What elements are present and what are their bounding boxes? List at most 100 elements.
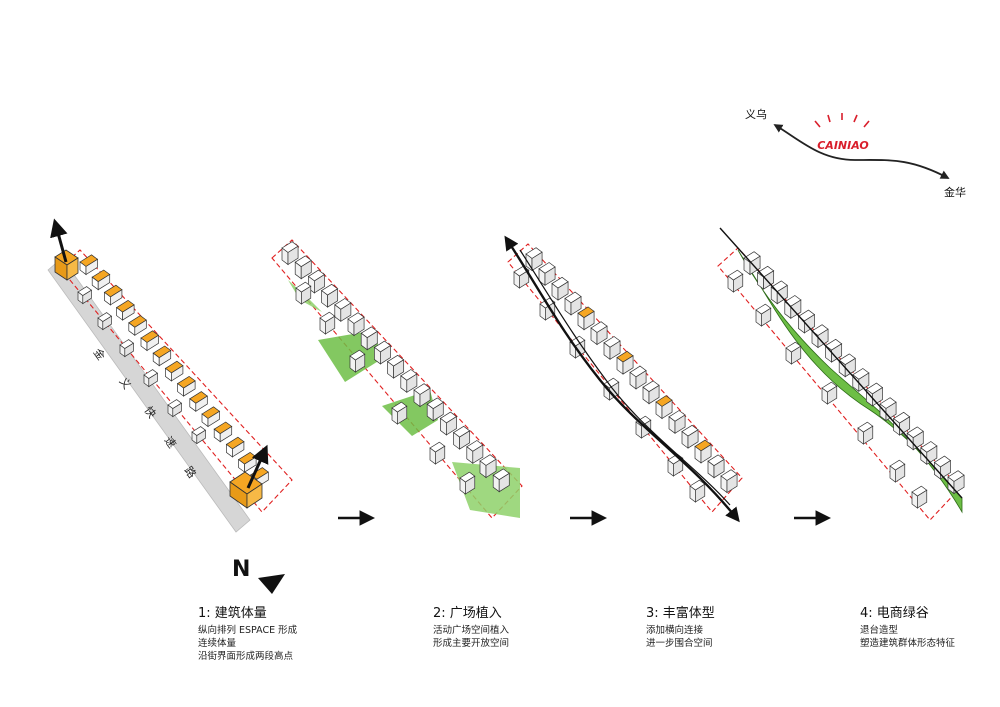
building-face	[393, 359, 405, 379]
step-1-desc-line: 连续体量	[198, 638, 237, 649]
building-blocks	[513, 247, 738, 503]
location-compass: CAINIAO 义乌 金华	[745, 107, 966, 199]
step-4-desc-line: 退台造型	[860, 625, 899, 636]
building-face	[472, 444, 484, 464]
city-label-yiwu: 义乌	[745, 107, 767, 121]
building-face	[325, 315, 336, 335]
building-face	[917, 489, 928, 509]
building-face	[831, 343, 843, 363]
building-face	[146, 334, 159, 352]
building-face	[459, 430, 471, 450]
connection-path-inner	[519, 249, 731, 506]
step-3-title: 3: 丰富体型	[646, 606, 715, 621]
step-2-title: 2: 广场植入	[433, 606, 502, 621]
cainiao-logo: CAINIAO	[817, 139, 869, 152]
building-face	[196, 429, 206, 445]
building-face	[827, 385, 838, 405]
building-face	[763, 270, 775, 290]
step-3-desc-line: 添加横向连接	[646, 625, 704, 636]
building-face	[340, 302, 352, 322]
step-1-desc: 纵向排列 ESPACE 形成 连续体量 沿街界面形成两段高点	[198, 624, 297, 663]
building-face	[858, 372, 870, 392]
step-2-desc-line: 形成主要开放空间	[433, 638, 510, 649]
building-face	[485, 458, 497, 479]
building-face	[195, 395, 208, 412]
building-face	[749, 255, 761, 276]
building-face	[158, 349, 172, 367]
building-face	[432, 401, 444, 422]
building-face	[355, 353, 366, 373]
building-face	[102, 315, 112, 331]
arrow-up	[50, 218, 68, 263]
building-face	[863, 425, 874, 445]
building-face	[776, 284, 788, 305]
step-1-title: 1: 建筑体量	[198, 606, 267, 621]
building-face	[817, 328, 829, 349]
building-face	[134, 319, 147, 336]
building-face	[327, 288, 339, 308]
step-1-desc-line: 纵向排列 ESPACE 形成	[198, 625, 298, 636]
building-blocks	[77, 254, 269, 488]
step-3-desc: 添加横向连接 进一步围合空间	[646, 624, 713, 650]
city-label-jinhua: 金华	[944, 185, 966, 199]
building-face	[171, 365, 184, 382]
building-face	[353, 316, 365, 337]
building-face	[110, 289, 123, 306]
building-face	[85, 258, 98, 276]
building-face	[844, 357, 856, 378]
building-face	[122, 304, 135, 321]
tower-high-point-south	[229, 471, 263, 509]
building-face	[791, 345, 802, 365]
step-2-desc: 活动广场空间植入 形成主要开放空间	[433, 624, 509, 650]
building-face	[82, 289, 92, 305]
step-4-desc-line: 塑造建筑群体形态特征	[860, 638, 956, 649]
north-indicator: N	[232, 557, 285, 594]
step-4-title: 4: 电商绿谷	[860, 606, 929, 621]
step-4-diagram	[717, 227, 965, 521]
building-face	[406, 373, 418, 393]
building-face	[465, 475, 476, 495]
building-face	[380, 344, 391, 365]
tower-high-point-north	[54, 249, 79, 281]
building-face	[895, 463, 906, 483]
building-face	[287, 245, 299, 266]
step-2-desc-line: 活动广场空间植入	[433, 625, 510, 636]
axis-line	[719, 227, 963, 499]
logo-rays	[814, 113, 870, 128]
building-face	[435, 445, 446, 465]
connection-path	[504, 235, 740, 523]
green-valley	[737, 249, 963, 514]
building-face	[148, 372, 158, 388]
building-face	[172, 402, 182, 418]
building-face	[232, 441, 245, 458]
arrow-up-south	[246, 444, 269, 489]
building-blocks	[727, 251, 965, 509]
step-1-desc-line: 沿街界面形成两段高点	[198, 651, 294, 662]
building-face	[761, 307, 772, 327]
building-face	[419, 387, 431, 408]
building-face	[183, 380, 196, 397]
building-face	[219, 425, 233, 443]
building-face	[301, 285, 312, 305]
building-face	[733, 273, 744, 293]
step-3-diagram	[504, 235, 743, 523]
north-label: N	[232, 557, 250, 582]
step-2-diagram	[271, 239, 523, 519]
building-face	[912, 430, 924, 451]
building-face	[97, 273, 111, 291]
step-3-desc-line: 进一步围合空间	[646, 638, 713, 649]
building-face	[300, 259, 312, 280]
building-face	[446, 415, 457, 436]
building-face	[397, 405, 408, 425]
route-curve	[773, 124, 950, 179]
step-4-desc: 退台造型 塑造建筑群体形态特征	[860, 624, 955, 650]
building-face	[926, 445, 938, 465]
building-face	[790, 299, 802, 319]
building-face	[124, 342, 134, 358]
building-face	[207, 410, 220, 428]
building-face	[804, 313, 815, 334]
building-face	[314, 273, 325, 294]
north-arrow-icon	[258, 574, 285, 594]
